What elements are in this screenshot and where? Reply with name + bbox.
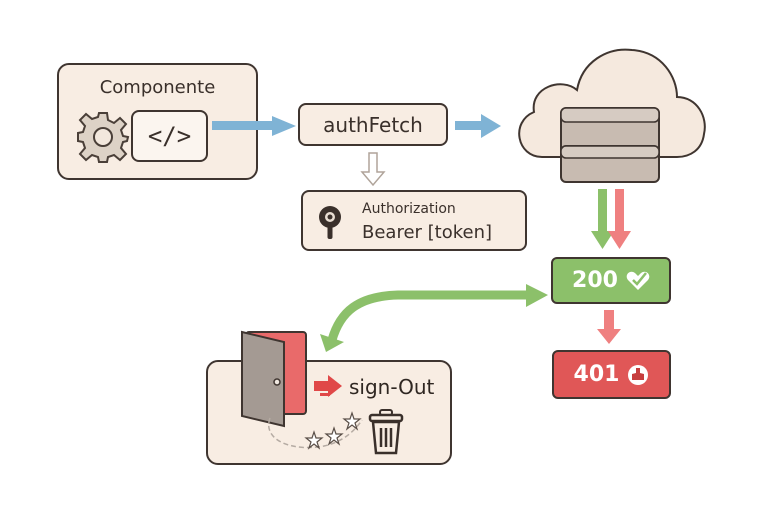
door-icon xyxy=(241,330,307,428)
header-value: Bearer [token] xyxy=(362,222,493,243)
success-arrow xyxy=(598,189,607,233)
code-icon: </> xyxy=(147,122,192,150)
code-icon-box: </> xyxy=(131,110,208,162)
thumbs-down-icon xyxy=(628,364,649,385)
stars-icon xyxy=(267,411,363,450)
check-heart-icon xyxy=(626,271,650,290)
status-401-badge: 401 xyxy=(552,350,671,399)
arrow-component-to-fetch xyxy=(212,116,296,136)
status-200-code: 200 xyxy=(572,268,618,293)
header-name: Authorization xyxy=(362,201,456,217)
arrow-right-icon xyxy=(314,375,342,397)
arrow-200-to-401 xyxy=(597,310,621,344)
error-arrow xyxy=(615,189,624,233)
curved-arrow-200-to-signout xyxy=(320,284,548,352)
trash-icon xyxy=(368,409,404,455)
component-title: Componente xyxy=(99,77,216,98)
response-arrows xyxy=(591,189,631,249)
status-200-badge: 200 xyxy=(551,257,671,304)
auth-fetch-label: authFetch xyxy=(323,112,423,137)
arrow-down-icon xyxy=(360,152,386,187)
arrow-fetch-to-server xyxy=(455,114,501,138)
sign-out-label[interactable]: sign-Out xyxy=(349,375,435,399)
cloud-server-icon xyxy=(518,48,706,183)
gear-icon xyxy=(77,112,130,163)
auth-fetch-box: authFetch xyxy=(298,103,448,146)
key-icon xyxy=(319,206,341,239)
status-401-code: 401 xyxy=(573,362,620,387)
